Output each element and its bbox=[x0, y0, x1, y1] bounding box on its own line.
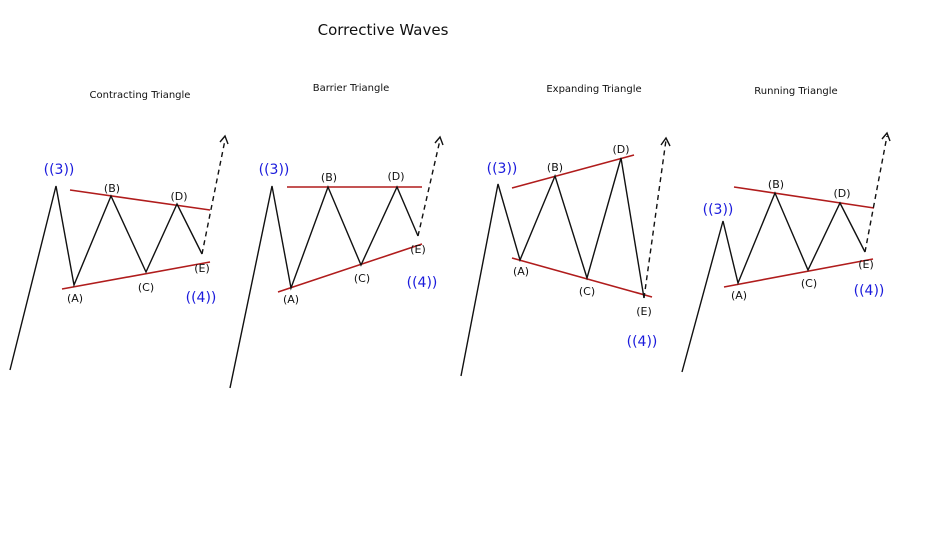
panel-subtitle: Running Triangle bbox=[754, 86, 837, 97]
degree-label-start: ((3)) bbox=[44, 162, 75, 178]
panel-subtitle: Expanding Triangle bbox=[546, 84, 641, 95]
wave-label-b: (B) bbox=[104, 182, 120, 195]
wave-label-d: (D) bbox=[387, 170, 404, 183]
panel-expanding-triangle: Expanding Triangle ((3)) ((4)) (A) (B) (… bbox=[460, 84, 671, 377]
lower-trendline bbox=[723, 258, 874, 288]
lower-trendline bbox=[511, 257, 653, 298]
page-title: Corrective Waves bbox=[318, 21, 449, 39]
degree-label-start: ((3)) bbox=[487, 161, 518, 177]
upper-trendline bbox=[69, 189, 211, 211]
wave-label-e: (E) bbox=[194, 262, 210, 275]
wave-label-e: (E) bbox=[858, 258, 874, 271]
panel-subtitle: Contracting Triangle bbox=[90, 90, 191, 101]
wave-label-a: (A) bbox=[283, 293, 299, 306]
lower-trendline bbox=[277, 243, 423, 293]
wave-label-d: (D) bbox=[170, 190, 187, 203]
panel-contracting-triangle: Contracting Triangle ((3)) ((4)) (A) (B)… bbox=[9, 90, 229, 371]
wave-label-c: (C) bbox=[801, 277, 817, 290]
wave-label-b: (B) bbox=[321, 171, 337, 184]
projection-dashed-line bbox=[643, 139, 667, 299]
projection-dashed-line bbox=[201, 139, 226, 255]
wave-label-a: (A) bbox=[67, 292, 83, 305]
price-path bbox=[460, 157, 645, 377]
wave-label-c: (C) bbox=[579, 285, 595, 298]
wave-label-a: (A) bbox=[731, 289, 747, 302]
lower-trendline bbox=[61, 261, 211, 290]
degree-label-end: ((4)) bbox=[854, 283, 885, 299]
degree-label-start: ((3)) bbox=[703, 202, 734, 218]
panel-subtitle: Barrier Triangle bbox=[313, 83, 390, 94]
price-path bbox=[681, 191, 866, 373]
degree-label-end: ((4)) bbox=[186, 290, 217, 306]
wave-label-c: (C) bbox=[354, 272, 370, 285]
arrowhead-icon bbox=[660, 136, 671, 147]
projection-dashed-line bbox=[417, 139, 441, 237]
degree-label-start: ((3)) bbox=[259, 162, 290, 178]
price-path bbox=[9, 185, 203, 371]
wave-label-b: (B) bbox=[768, 178, 784, 191]
degree-label-end: ((4)) bbox=[407, 275, 438, 291]
price-path bbox=[229, 185, 419, 389]
wave-label-c: (C) bbox=[138, 281, 154, 294]
wave-label-e: (E) bbox=[636, 305, 652, 318]
wave-label-d: (D) bbox=[612, 143, 629, 156]
wave-label-b: (B) bbox=[547, 161, 563, 174]
upper-trendline bbox=[511, 154, 635, 189]
arrowhead-icon bbox=[434, 135, 444, 146]
upper-trendline bbox=[733, 186, 875, 209]
arrowhead-icon bbox=[881, 131, 891, 142]
panel-running-triangle: Running Triangle ((3)) ((4)) (A) (B) (C)… bbox=[681, 86, 891, 373]
panel-barrier-triangle: Barrier Triangle ((3)) ((4)) (A) (B) (C)… bbox=[229, 83, 444, 389]
wave-label-e: (E) bbox=[410, 243, 426, 256]
arrowhead-icon bbox=[219, 134, 229, 145]
wave-label-d: (D) bbox=[833, 187, 850, 200]
wave-label-a: (A) bbox=[513, 265, 529, 278]
degree-label-end: ((4)) bbox=[627, 334, 658, 350]
projection-dashed-line bbox=[864, 135, 888, 253]
